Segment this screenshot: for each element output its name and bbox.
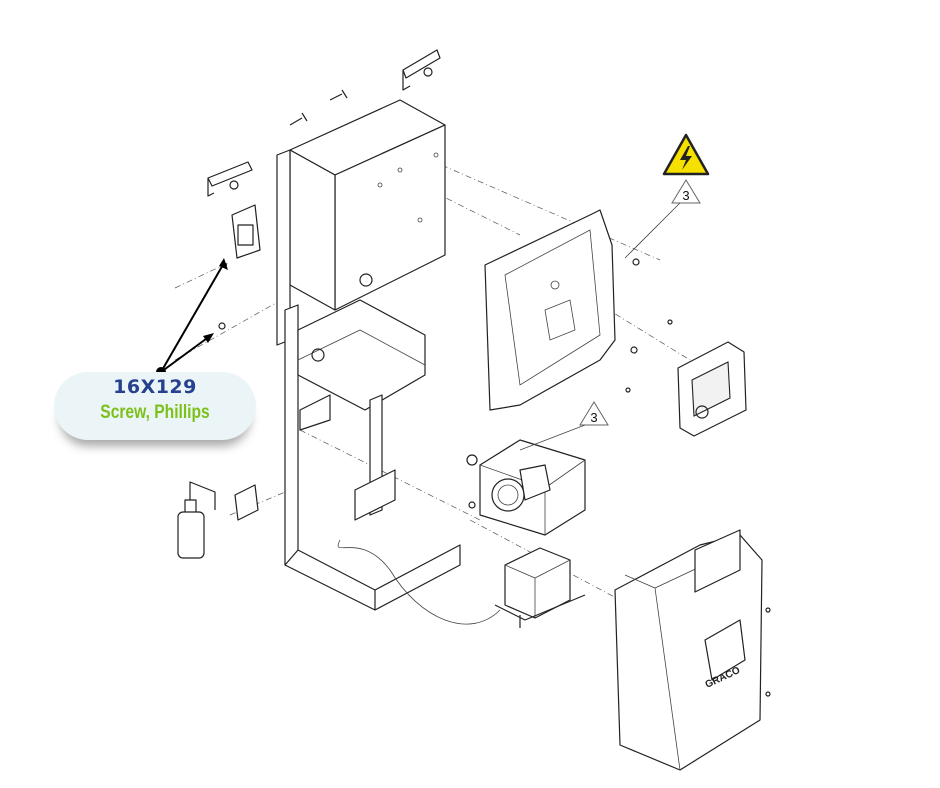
electrical-hazard-icon bbox=[662, 133, 710, 176]
part-description: Screw, Phillips bbox=[100, 402, 210, 423]
display-mount-panel bbox=[484, 209, 616, 411]
cooling-fan bbox=[479, 439, 586, 536]
screws bbox=[466, 258, 771, 697]
part-callout: 16X129 Screw, Phillips bbox=[54, 372, 256, 440]
reference-label: 3 bbox=[682, 188, 690, 203]
callout-leader-arrows bbox=[156, 258, 228, 377]
mounting-bracket-top bbox=[289, 49, 441, 126]
control-display-module bbox=[677, 341, 747, 437]
mounting-bracket-left bbox=[207, 161, 253, 197]
lubricant-bottle bbox=[177, 481, 259, 559]
reference-triangle-2 bbox=[519, 401, 609, 451]
reference-triangle-1 bbox=[624, 179, 701, 259]
electrical-enclosure bbox=[289, 99, 446, 311]
front-cover: GRACO bbox=[614, 529, 763, 771]
wire-harness bbox=[337, 539, 501, 625]
frame-stand bbox=[276, 149, 461, 611]
transformer bbox=[494, 547, 586, 628]
part-number: 16X129 bbox=[113, 376, 197, 398]
reference-label: 3 bbox=[590, 410, 598, 425]
switch-module bbox=[231, 204, 261, 259]
